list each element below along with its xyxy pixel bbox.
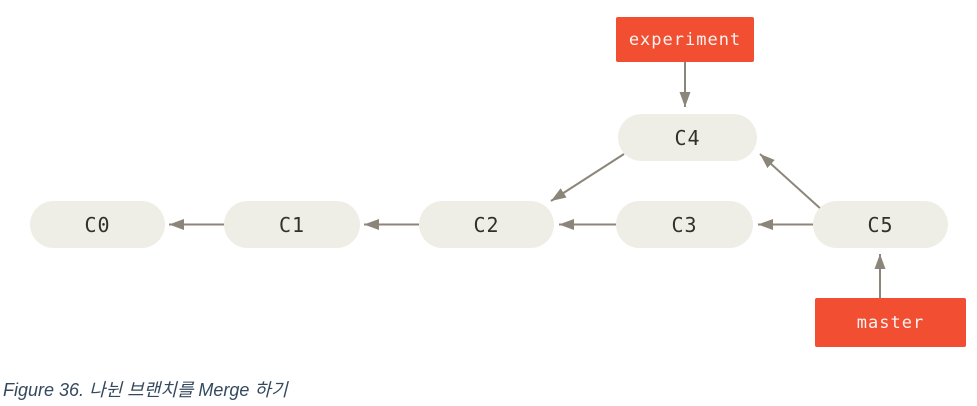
commit-arrows [169, 62, 886, 298]
branch-label-master: master [815, 298, 966, 347]
commit-node-c4: C4 [618, 114, 757, 161]
arrow-c4-to-c2 [550, 153, 625, 202]
commit-node-c1: C1 [224, 201, 360, 248]
commit-node-c0: C0 [30, 201, 165, 248]
commit-node-c5: C5 [813, 201, 948, 248]
commit-node-c2: C2 [419, 201, 554, 248]
figure-caption: Figure 36. 나뉜 브랜치를 Merge 하기 [3, 380, 288, 400]
arrow-c5-to-c4 [759, 153, 823, 211]
commit-node-c3: C3 [616, 201, 753, 248]
branch-label-experiment: experiment [616, 17, 754, 62]
